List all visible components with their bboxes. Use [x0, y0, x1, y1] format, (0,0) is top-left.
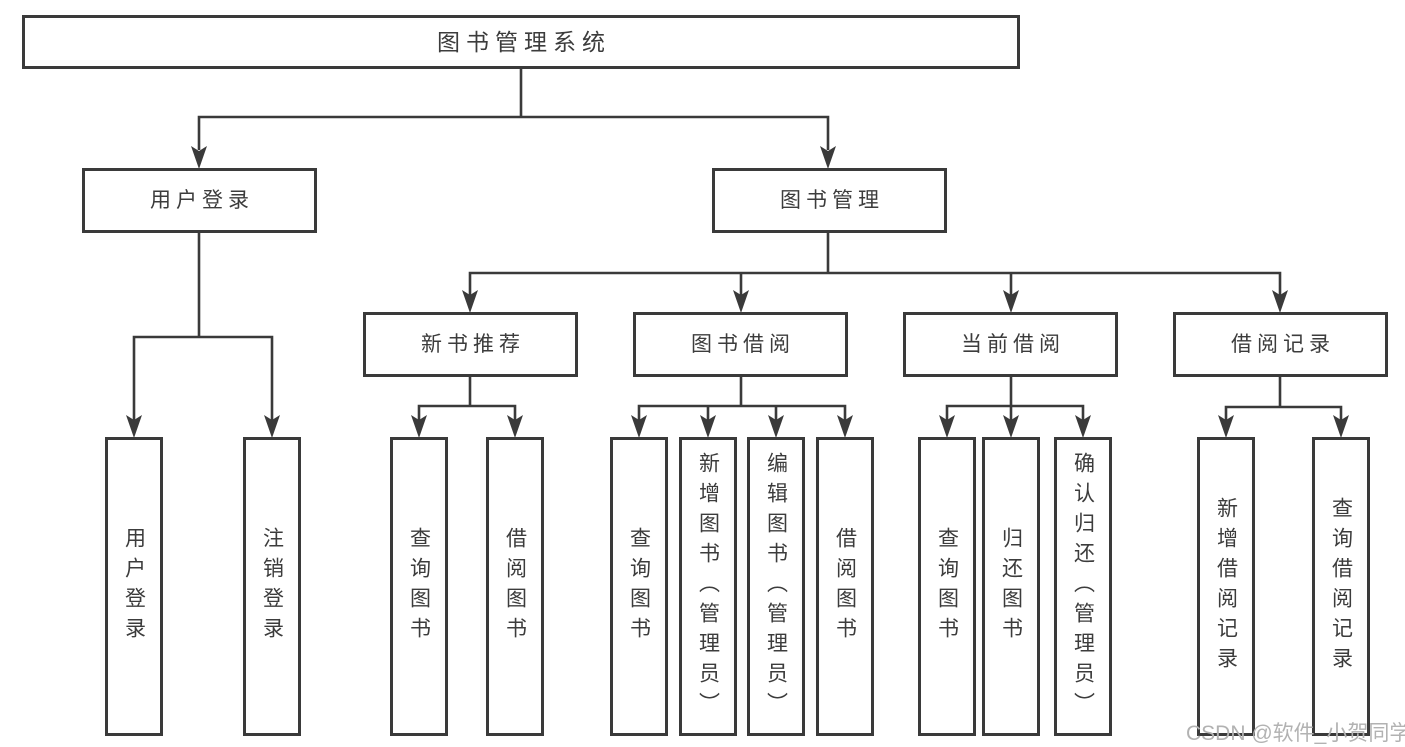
node-label: 新增借阅记录 [1214, 496, 1238, 677]
leaf-borrow-books-borrowing: 借阅图书 [816, 437, 874, 736]
leaf-query-books-borrowing: 查询图书 [610, 437, 668, 736]
node-label: 新增图书（管理员） [696, 451, 720, 722]
node-new-book-recommend: 新书推荐 [363, 312, 578, 377]
node-label: 图书管理系统 [437, 28, 611, 55]
node-label: 借阅图书 [833, 526, 857, 647]
node-label: 当前借阅 [961, 333, 1065, 356]
leaf-query-books-recommend: 查询图书 [390, 437, 448, 736]
node-label: 查询图书 [407, 526, 431, 647]
node-label: 注销登录 [260, 526, 284, 647]
leaf-confirm-return-admin: 确认归还（管理员） [1054, 437, 1112, 736]
leaf-user-login: 用户登录 [105, 437, 163, 736]
node-label: 借阅记录 [1231, 333, 1335, 356]
node-label: 用户登录 [150, 189, 254, 212]
node-label: 图书管理 [780, 189, 884, 212]
node-label: 查询借阅记录 [1329, 496, 1353, 677]
leaf-add-borrow-record: 新增借阅记录 [1197, 437, 1255, 736]
node-label: 查询图书 [627, 526, 651, 647]
node-user-login: 用户登录 [82, 168, 317, 233]
node-label: 新书推荐 [421, 333, 525, 356]
node-label: 用户登录 [122, 526, 146, 647]
leaf-query-books-current: 查询图书 [918, 437, 976, 736]
leaf-borrow-books-recommend: 借阅图书 [486, 437, 544, 736]
node-label: 确认归还（管理员） [1071, 451, 1095, 722]
leaf-edit-book-admin: 编辑图书（管理员） [747, 437, 805, 736]
leaf-add-book-admin: 新增图书（管理员） [679, 437, 737, 736]
node-borrowing-records: 借阅记录 [1173, 312, 1388, 377]
csdn-watermark: CSDN @软件_小贺同学 [1186, 722, 1405, 745]
node-book-borrowing: 图书借阅 [633, 312, 848, 377]
leaf-return-books: 归还图书 [982, 437, 1040, 736]
node-label: 归还图书 [999, 526, 1023, 647]
elbow-connectors [132, 69, 1343, 420]
leaf-logout: 注销登录 [243, 437, 301, 736]
node-label: 图书借阅 [691, 333, 795, 356]
leaf-query-borrow-record: 查询借阅记录 [1312, 437, 1370, 736]
arrowhead-icons [126, 146, 1349, 438]
node-label: 借阅图书 [503, 526, 527, 647]
node-label: 查询图书 [935, 526, 959, 647]
node-current-borrowing: 当前借阅 [903, 312, 1118, 377]
node-book-management: 图书管理 [712, 168, 947, 233]
node-library-management-system: 图书管理系统 [22, 15, 1020, 69]
node-label: 编辑图书（管理员） [764, 451, 788, 722]
